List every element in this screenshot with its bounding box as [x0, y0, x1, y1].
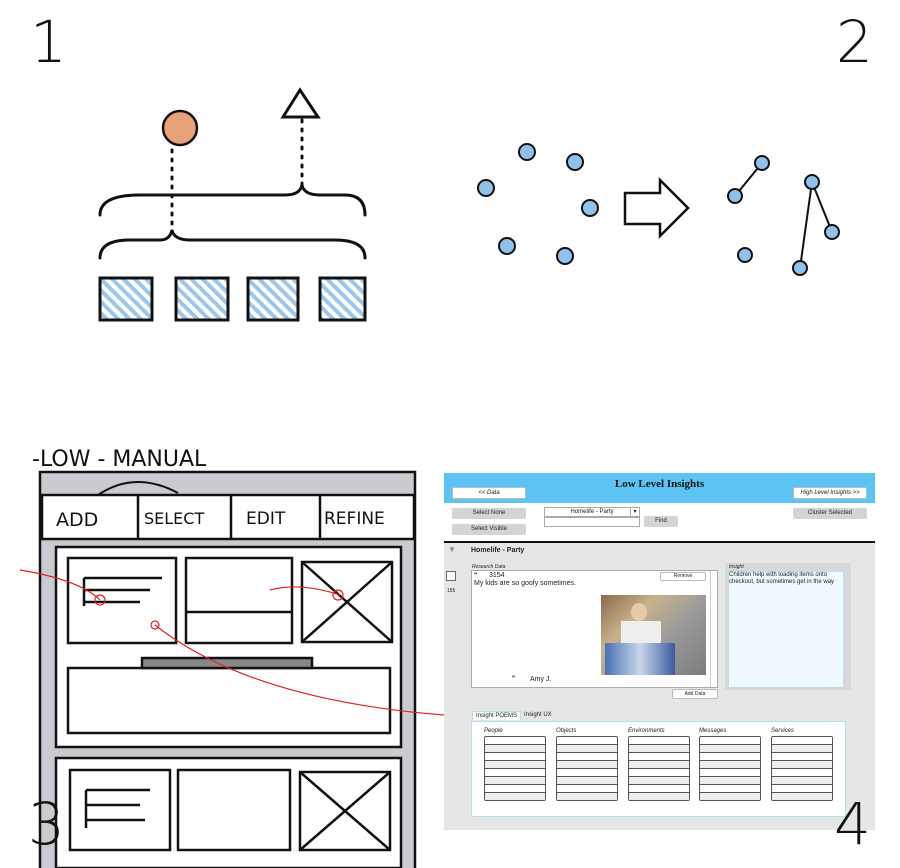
hatched-square [98, 276, 154, 322]
select-none-button[interactable]: Select None [452, 508, 526, 519]
lower-brace [98, 229, 367, 260]
tab-insight-poems[interactable]: Insight POEMS [472, 711, 522, 720]
hatched-square [174, 276, 230, 322]
panel-number-3: 3 [28, 790, 65, 858]
wireframe-sketch [19, 470, 445, 868]
column-header: Services [771, 728, 795, 734]
panel-number-2: 2 [836, 8, 873, 76]
sketch-tab-edit: EDIT [246, 509, 286, 529]
collapse-triangle-icon[interactable]: ▼ [448, 545, 456, 554]
column-services: Services [771, 728, 833, 801]
column-header: Messages [699, 728, 727, 734]
dropdown-value: Homelife - Party [570, 509, 614, 515]
find-button[interactable]: Find [644, 516, 678, 527]
sketch-tab-refine: REFINE [324, 509, 385, 529]
poems-panel: People Objects Environments Messages Ser… [471, 721, 846, 817]
panel-number-4: 4 [834, 790, 871, 858]
research-text: My kids are so goofy sometimes. [474, 580, 576, 587]
arrow [623, 176, 690, 240]
select-visible-button[interactable]: Select Visible [452, 524, 526, 535]
quote-icon: ❞ [474, 573, 478, 579]
group-dropdown[interactable]: Homelife - Party ▾ [544, 507, 640, 517]
column-header: People [484, 728, 503, 734]
triangle-node [280, 87, 321, 119]
clustering-sketch [477, 143, 840, 276]
insight-panel: Insight Children help with loading items… [725, 563, 851, 690]
sketch-tab-select: SELECT [144, 509, 204, 528]
search-input[interactable] [544, 517, 640, 527]
high-level-insights-button[interactable]: High Level Insights >> [793, 487, 867, 499]
select-checkbox[interactable] [446, 571, 456, 581]
research-data-label: Research Data [472, 564, 506, 570]
insight-label: Insight [729, 564, 744, 570]
upper-brace [98, 184, 367, 217]
app-header: Low Level Insights << Data High Level In… [444, 473, 875, 505]
column-people: People [484, 728, 546, 801]
item-count: 155 [447, 588, 456, 594]
column-objects: Objects [556, 728, 618, 801]
sketch-heading: -LOW - MANUAL [32, 447, 207, 472]
tab-insight-ux[interactable]: Insight UX [521, 711, 555, 719]
panel-number-1: 1 [30, 8, 67, 76]
hatched-square [318, 276, 367, 322]
hierarchy-sketch [98, 87, 367, 322]
add-data-button[interactable]: Add Data [672, 689, 718, 699]
scrollbar[interactable] [710, 571, 717, 687]
column-environments: Environments [628, 728, 690, 801]
hatched-square [246, 276, 300, 322]
cluster-selected-button[interactable]: Cluster Selected [793, 508, 867, 519]
sketch-tab-add: ADD [56, 509, 98, 531]
page-title: Low Level Insights [614, 478, 705, 490]
low-level-insights-app: Low Level Insights << Data High Level In… [444, 473, 875, 830]
column-messages: Messages [699, 728, 761, 801]
toolbar: Select None Select Visible Homelife - Pa… [444, 503, 875, 543]
research-photo [601, 595, 706, 675]
research-data-card: ❞ 3154 My kids are so goofy sometimes. R… [471, 570, 718, 688]
chevron-down-icon: ▾ [630, 508, 639, 516]
research-author: Amy J. [530, 676, 552, 683]
insight-textbox[interactable]: Children help with loading items onto ch… [728, 571, 844, 688]
remove-button[interactable]: Remove [660, 572, 706, 581]
back-to-data-button[interactable]: << Data [452, 487, 526, 499]
column-header: Environments [628, 728, 665, 734]
column-header: Objects [556, 728, 577, 734]
research-id: 3154 [489, 572, 505, 579]
author-quote-icon: ❞ [512, 676, 516, 682]
group-title: Homelife - Party [471, 547, 525, 554]
circle-node [161, 109, 199, 147]
